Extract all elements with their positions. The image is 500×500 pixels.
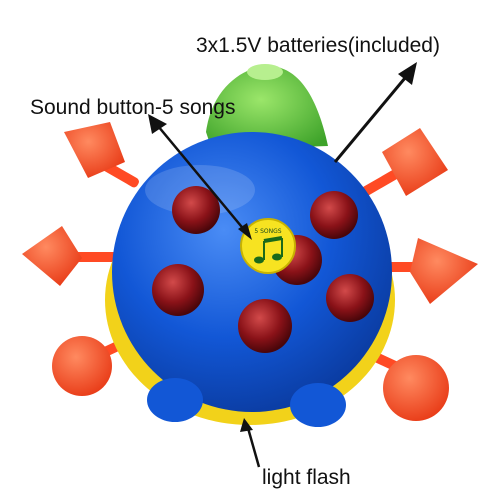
flash-light (172, 186, 220, 234)
arrow-sound-button (148, 114, 252, 240)
flash-light (152, 264, 204, 316)
music-note-icon (254, 236, 283, 264)
foot-right (290, 383, 346, 427)
arrow-batteries (333, 62, 417, 163)
sound-button-annotation: Sound button-5 songs (30, 96, 236, 119)
foot-left (147, 378, 203, 422)
arrow-light-flash (240, 418, 261, 468)
flash-light (326, 274, 374, 322)
toy-head (206, 64, 328, 150)
leg-top-left (64, 122, 139, 188)
flash-lights (152, 186, 374, 353)
leg-top-right (361, 128, 448, 196)
flash-light (310, 191, 358, 239)
flash-light (238, 299, 292, 353)
sound-button[interactable]: 5 SONGS (240, 218, 296, 274)
toy-shell (112, 132, 392, 412)
sound-button-text: 5 SONGS (254, 228, 281, 235)
batteries-annotation: 3x1.5V batteries(included) (196, 34, 440, 57)
light-flash-annotation: light flash (262, 466, 351, 489)
